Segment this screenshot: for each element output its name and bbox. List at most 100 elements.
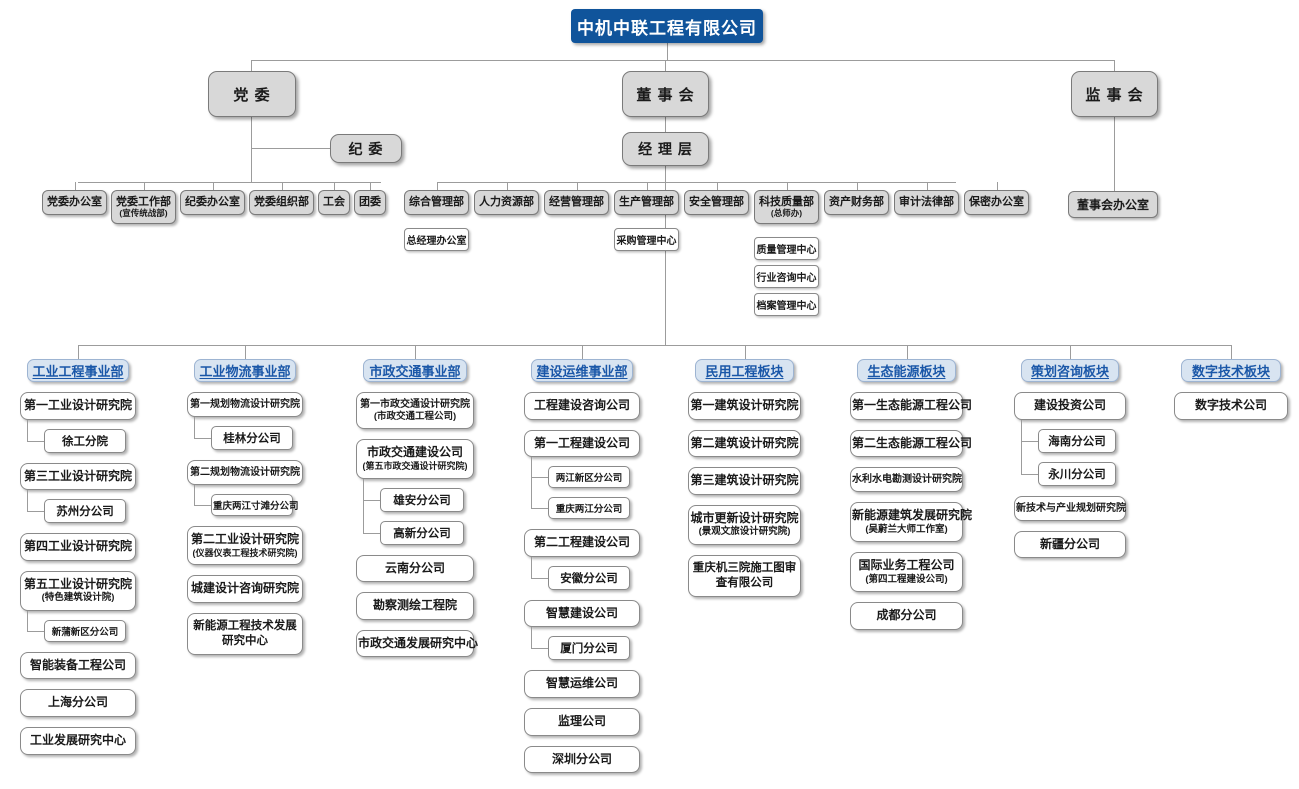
org-unit-label: 上海分公司 (47, 695, 108, 710)
org-unit-box: 市政交通发展研究中心 (356, 629, 479, 658)
party-dept-cell-2: 纪委办公室 (180, 182, 245, 215)
division-header: 数字技术板块 (1181, 345, 1281, 382)
mgmt-dept-cell-7: 审计法律部 (894, 182, 959, 215)
org-unit-label: 第一规划物流设计研究院 (190, 399, 300, 410)
org-unit-label: 新疆分公司 (1039, 536, 1100, 551)
division-header: 市政交通事业部 (363, 345, 467, 382)
connector-line (665, 117, 666, 132)
org-unit-label: 第二建筑设计研究院 (690, 435, 799, 450)
org-unit-label: 第一生态能源工程公司 (852, 398, 973, 412)
org-unit-label: 第五工业设计研究院 (23, 576, 132, 591)
sub-center-box: 档案管理中心 (754, 293, 819, 317)
connector-line (1114, 117, 1115, 191)
node-discipline-committee: 纪 委 (330, 134, 402, 163)
org-unit-label: 第二生态能源工程公司 (852, 435, 973, 450)
org-unit-label: 新技术与产业规划研究院 (1016, 502, 1126, 514)
org-unit-label: 新能源工程技术发展研究中心 (193, 619, 297, 647)
org-branch-box: 高新分公司 (380, 520, 464, 545)
department-box: 团委 (354, 190, 386, 215)
node-management-layer: 经 理 层 (622, 132, 709, 166)
org-unit-box: 成都分公司 (850, 602, 963, 630)
connector-line (78, 345, 1231, 346)
org-unit-box: 第一工业设计研究院 (20, 392, 136, 420)
connector-line (251, 117, 252, 182)
org-unit-label: 市政交通发展研究中心 (358, 635, 479, 650)
org-unit-box: 城市更新设计研究院(景观文旅设计研究院) (688, 504, 801, 545)
org-unit-subtitle: (吴蔚兰大师工作室) (865, 523, 948, 535)
org-branch-box: 苏州分公司 (44, 499, 126, 524)
node-board-of-directors: 董 事 会 (622, 71, 709, 117)
org-unit-box: 城建设计咨询研究院 (187, 575, 303, 603)
party-departments-row: 党委办公室党委工作部(宣传统战部)纪委办公室党委组织部工会团委 (42, 181, 386, 225)
management-departments-row: 综合管理部总经理办公室人力资源部经营管理部生产管理部采购管理中心安全管理部科技质… (404, 181, 1029, 317)
org-unit-label: 第四工业设计研究院 (23, 539, 132, 554)
org-branch-box: 徐工分院 (44, 428, 126, 453)
org-unit-label: 勘察测绘工程院 (372, 598, 457, 613)
node-board-office: 董事会办公室 (1068, 191, 1158, 218)
org-unit-box: 新技术与产业规划研究院 (1014, 495, 1126, 521)
org-unit-subtitle: (特色建筑设计院) (41, 592, 115, 604)
org-unit-label: 成都分公司 (876, 608, 937, 623)
department-box: 保密办公室 (964, 190, 1029, 215)
division-column-4: 民用工程板块第一建筑设计研究院第二建筑设计研究院第三建筑设计研究院城市更新设计研… (688, 345, 801, 597)
connector-line (251, 60, 1115, 61)
org-unit-label: 城市更新设计研究院 (690, 510, 799, 525)
sub-center-box: 行业咨询中心 (754, 265, 819, 289)
mgmt-dept-cell-8: 保密办公室 (964, 182, 1029, 215)
division-column-7: 数字技术板块数字技术公司 (1174, 345, 1288, 420)
division-column-2: 市政交通事业部第一市政交通设计研究院(市政交通工程公司)市政交通建设公司(第五市… (356, 345, 479, 658)
org-unit-box: 智能装备工程公司 (20, 651, 136, 680)
department-box: 综合管理部 (404, 190, 469, 215)
mgmt-dept-cell-6: 资产财务部 (824, 182, 889, 215)
mgmt-dept-cell-2: 经营管理部 (544, 182, 609, 215)
department-box: 经营管理部 (544, 190, 609, 215)
org-unit-subtitle: (仪器仪表工程技术研究院) (192, 547, 298, 558)
org-unit-label: 新能源建筑发展研究院 (852, 508, 973, 523)
org-branch-box: 海南分公司 (1038, 428, 1116, 453)
connector-line (667, 43, 668, 60)
org-unit-box: 上海分公司 (20, 689, 136, 717)
org-unit-box: 重庆机三院施工图审查有限公司 (688, 554, 801, 597)
org-unit-box: 勘察测绘工程院 (356, 592, 474, 620)
division-column-5: 生态能源板块第一生态能源工程公司第二生态能源工程公司水利水电勘测设计研究院新能源… (850, 345, 973, 630)
org-unit-box: 第二生态能源工程公司 (850, 429, 973, 458)
org-unit-box: 深圳分公司 (524, 745, 640, 774)
org-unit-box: 第二规划物流设计研究院 (187, 460, 303, 485)
division-header: 工业工程事业部 (27, 345, 129, 382)
division-header: 民用工程板块 (695, 345, 794, 382)
mgmt-dept-cell-5: 科技质量部(总师办)质量管理中心行业咨询中心档案管理中心 (754, 181, 819, 317)
org-unit-label: 国际业务工程公司 (858, 558, 955, 573)
org-unit-box: 工程建设咨询公司 (524, 392, 640, 420)
connector-line (665, 60, 666, 71)
connector-line (251, 60, 252, 71)
org-unit-label: 城建设计咨询研究院 (190, 581, 299, 596)
department-box: 党委组织部 (249, 190, 314, 215)
department-box: 纪委办公室 (180, 190, 245, 215)
org-unit-label: 第一建筑设计研究院 (690, 398, 799, 412)
org-branch-box: 两江新区分公司 (548, 466, 630, 489)
org-unit-box: 水利水电勘测设计研究院 (850, 467, 963, 493)
connector-line (251, 148, 330, 149)
connector-line (437, 182, 956, 183)
department-box: 审计法律部 (894, 190, 959, 215)
org-unit-subtitle: (景观文旅设计研究院) (698, 526, 791, 538)
org-unit-label: 第二规划物流设计研究院 (190, 467, 300, 478)
department-box: 安全管理部 (684, 190, 749, 215)
org-unit-box: 第二工程建设公司 (524, 529, 640, 557)
sub-center-box: 总经理办公室 (404, 227, 469, 251)
org-unit-box: 第一生态能源工程公司 (850, 392, 973, 420)
org-branch-box: 雄安分公司 (380, 487, 464, 512)
org-unit-box: 新能源建筑发展研究院(吴蔚兰大师工作室) (850, 502, 973, 543)
org-unit-label: 第三建筑设计研究院 (690, 473, 799, 488)
department-subtitle: (宣传统战部) (119, 207, 168, 218)
department-box: 工会 (318, 190, 350, 215)
department-box: 科技质量部(总师办) (754, 190, 819, 225)
org-unit-box: 第二工业设计研究院(仪器仪表工程技术研究院) (187, 526, 303, 566)
org-unit-label: 第二工业设计研究院 (190, 532, 299, 546)
org-branch-box: 桂林分公司 (211, 426, 293, 450)
org-unit-box: 智慧建设公司 (524, 599, 640, 628)
division-header: 策划咨询板块 (1021, 345, 1119, 382)
org-unit-box: 第五工业设计研究院(特色建筑设计院) (20, 570, 136, 611)
org-unit-label: 监理公司 (557, 713, 606, 728)
